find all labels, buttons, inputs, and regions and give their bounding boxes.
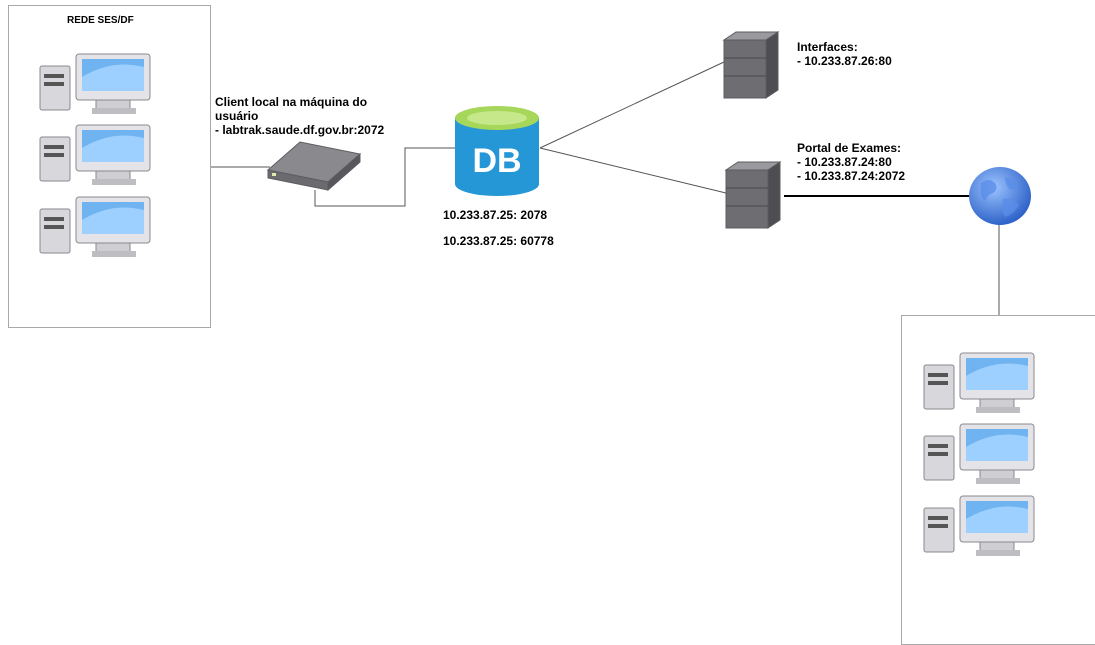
server-icon xyxy=(724,161,782,229)
client-label-line-3: - labtrak.saude.df.gov.br:2072 xyxy=(215,123,385,137)
globe-icon xyxy=(969,167,1031,225)
link-db-to-interfaces xyxy=(539,61,725,149)
network-group-title: REDE SES/DF xyxy=(67,15,134,26)
client-label-line-1: Client local na máquina do xyxy=(215,95,368,109)
client-label: Client local na máquina do usuário - lab… xyxy=(215,95,384,137)
client-label-line-2: usuário xyxy=(215,109,259,123)
desktop-computer-icon xyxy=(923,423,1035,484)
db-port-1: 10.233.87.25: 2078 xyxy=(443,208,548,222)
interfaces-label: Interfaces: - 10.233.87.26:80 xyxy=(797,40,892,68)
server-icon xyxy=(722,31,780,99)
desktop-computer-icon xyxy=(39,53,151,114)
link-db-to-portal xyxy=(539,147,727,194)
desktop-computer-icon xyxy=(923,352,1035,413)
network-device-icon xyxy=(266,141,362,192)
portal-label-ip-1: - 10.233.87.24:80 xyxy=(797,155,892,169)
desktop-computer-icon xyxy=(39,196,151,257)
link-client-to-db xyxy=(314,147,455,207)
database-icon: DB xyxy=(455,106,539,196)
portal-label-title: Portal de Exames: xyxy=(797,141,902,155)
desktop-computer-icon xyxy=(923,495,1035,556)
db-port-2: 10.233.87.25: 60778 xyxy=(443,234,554,248)
desktop-computer-icon xyxy=(39,124,151,185)
interfaces-label-ip: - 10.233.87.26:80 xyxy=(797,54,892,68)
portal-label: Portal de Exames: - 10.233.87.24:80 - 10… xyxy=(797,141,905,183)
db-icon-text: DB xyxy=(472,142,521,180)
portal-label-ip-2: - 10.233.87.24:2072 xyxy=(797,169,906,183)
interfaces-label-title: Interfaces: xyxy=(797,40,858,54)
